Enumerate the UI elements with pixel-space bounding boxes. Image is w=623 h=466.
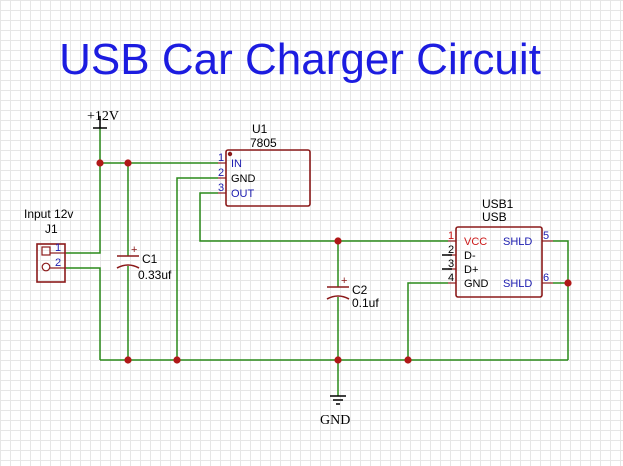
connector-j1: Input 12v J1 1 2 (24, 207, 73, 283)
usb1-pin1-name: VCC (464, 236, 487, 248)
junction-dot (173, 356, 181, 364)
usb1-pin5-number: 5 (543, 230, 549, 242)
u1-pin3-number: 3 (218, 182, 224, 194)
usb1-pin4-number: 4 (448, 272, 454, 284)
wire-12v-bus (99, 128, 218, 164)
usb1-pin3-number: 3 (448, 258, 454, 270)
j1-reference: J1 (45, 222, 58, 236)
junction-dot (334, 356, 342, 364)
capacitor-c1: + C1 0.33uf (116, 244, 172, 282)
c2-polarity: + (341, 275, 347, 287)
wire-usb-gnd (407, 282, 448, 360)
diagram-title: USB Car Charger Circuit (59, 35, 541, 84)
usb-connector-usb1: USB1 USB 1 2 3 4 VCC D- D+ GND SHLD SHLD… (442, 197, 553, 298)
usb1-pin1-number: 1 (448, 230, 454, 242)
wire-usb-shield (553, 240, 569, 360)
u1-value: 7805 (250, 136, 277, 150)
junctions (96, 159, 572, 364)
j1-value: Input 12v (24, 207, 73, 221)
usb1-pin4-name: GND (464, 278, 489, 290)
ground-label: GND (320, 413, 350, 428)
junction-dot (404, 356, 412, 364)
usb1-pin6-number: 6 (543, 272, 549, 284)
j1-pin1-pad (41, 246, 51, 256)
j1-pin2-number: 2 (55, 257, 61, 269)
usb1-pin2-name: D- (464, 250, 476, 262)
junction-dot (96, 159, 104, 167)
junction-dot (124, 356, 132, 364)
usb1-pin2-number: 2 (448, 244, 454, 256)
ground-symbol: GND (320, 395, 350, 428)
c1-value: 0.33uf (138, 268, 172, 282)
u1-pin1-number: 1 (218, 152, 224, 164)
capacitor-c2: + C2 0.1uf (326, 275, 379, 310)
c1-polarity: + (131, 244, 137, 256)
junction-dot (124, 159, 132, 167)
usb1-value: USB (482, 210, 507, 224)
usb1-pin5-name: SHLD (503, 236, 532, 248)
u1-reference: U1 (252, 122, 268, 136)
usb1-pin3-name: D+ (464, 264, 478, 276)
j1-pin2-pad (41, 262, 51, 272)
regulator-u1: U1 7805 1 2 3 IN GND OUT (218, 122, 311, 207)
c1-reference: C1 (142, 252, 158, 266)
u1-pin2-number: 2 (218, 167, 224, 179)
wire-u1-out (199, 192, 448, 242)
j1-pin1-number: 1 (55, 242, 61, 254)
wire-u1-gnd (176, 177, 218, 360)
wire-j1-pin1 (66, 163, 101, 254)
junction-dot (564, 279, 572, 287)
power-12v-symbol: +12V (87, 109, 119, 129)
u1-pin3-name: OUT (231, 188, 255, 200)
junction-dot (334, 237, 342, 245)
u1-pin1-name: IN (231, 158, 242, 170)
wire-j1-pin2 (66, 267, 101, 360)
c2-value: 0.1uf (352, 296, 379, 310)
u1-pin2-name: GND (231, 173, 256, 185)
power-12v-label: +12V (87, 109, 119, 124)
c2-reference: C2 (352, 283, 368, 297)
usb1-reference: USB1 (482, 197, 514, 211)
usb1-pin6-name: SHLD (503, 278, 532, 290)
